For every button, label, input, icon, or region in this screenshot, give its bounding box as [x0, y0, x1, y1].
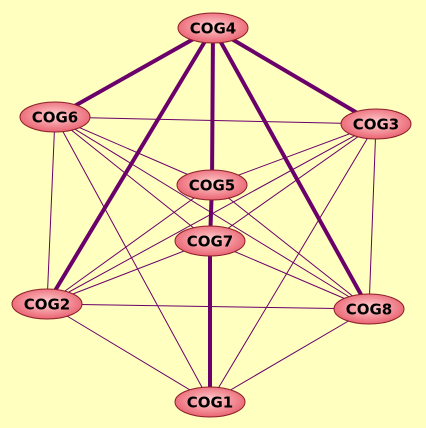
node-label: COG6 — [32, 109, 79, 127]
edge-cog7-cog8 — [209, 240, 370, 310]
node-label: COG8 — [346, 301, 393, 319]
edge-cog4-cog5 — [210, 26, 215, 187]
edge-cog3-cog7 — [209, 123, 377, 242]
node-cog5[interactable]: COG5 — [176, 169, 248, 201]
node-ellipse — [174, 225, 246, 257]
node-cog1[interactable]: COG1 — [174, 386, 246, 418]
node-cog8[interactable]: COG8 — [333, 293, 405, 325]
node-ellipse — [340, 108, 412, 140]
node-cog6[interactable]: COG6 — [19, 101, 91, 133]
node-cog7[interactable]: COG7 — [174, 225, 246, 257]
node-label: COG3 — [353, 116, 400, 134]
edge-layer — [45, 26, 378, 404]
edge-cog3-cog2 — [46, 123, 377, 305]
edge-cog6-cog2 — [46, 116, 56, 305]
node-label: COG5 — [189, 177, 236, 195]
node-ellipse — [11, 288, 83, 320]
node-ellipse — [176, 169, 248, 201]
node-cog3[interactable]: COG3 — [340, 108, 412, 140]
edge-cog3-cog8 — [368, 123, 377, 310]
edge-cog6-cog3 — [54, 116, 377, 125]
edge-cog2-cog1 — [46, 303, 211, 403]
edge-cog8-cog1 — [209, 308, 370, 403]
edge-cog4-cog2 — [45, 26, 215, 306]
node-ellipse — [333, 293, 405, 325]
edge-cog5-cog2 — [46, 184, 213, 305]
edge-cog5-cog8 — [211, 184, 370, 310]
edge-cog7-cog2 — [46, 240, 211, 305]
edge-cog6-cog7 — [54, 116, 211, 242]
edge-cog6-cog1 — [54, 116, 211, 403]
node-ellipse — [174, 386, 246, 418]
edge-cog3-cog5 — [211, 123, 377, 186]
edge-cog6-cog8 — [54, 116, 370, 310]
node-cog2[interactable]: COG2 — [11, 288, 83, 320]
edge-cog4-cog6 — [53, 26, 215, 119]
edge-cog2-cog8 — [46, 303, 370, 310]
edge-cog3-cog1 — [209, 123, 377, 403]
node-label: COG7 — [187, 233, 234, 251]
node-label: COG1 — [187, 394, 234, 412]
node-ellipse — [177, 12, 249, 44]
node-cog4[interactable]: COG4 — [177, 12, 249, 44]
edge-cog4-cog3 — [211, 26, 378, 126]
node-ellipse — [19, 101, 91, 133]
node-label: COG2 — [24, 296, 71, 314]
edge-cog6-cog5 — [54, 116, 213, 186]
node-label: COG4 — [190, 20, 237, 38]
edge-cog4-cog8 — [211, 26, 371, 311]
